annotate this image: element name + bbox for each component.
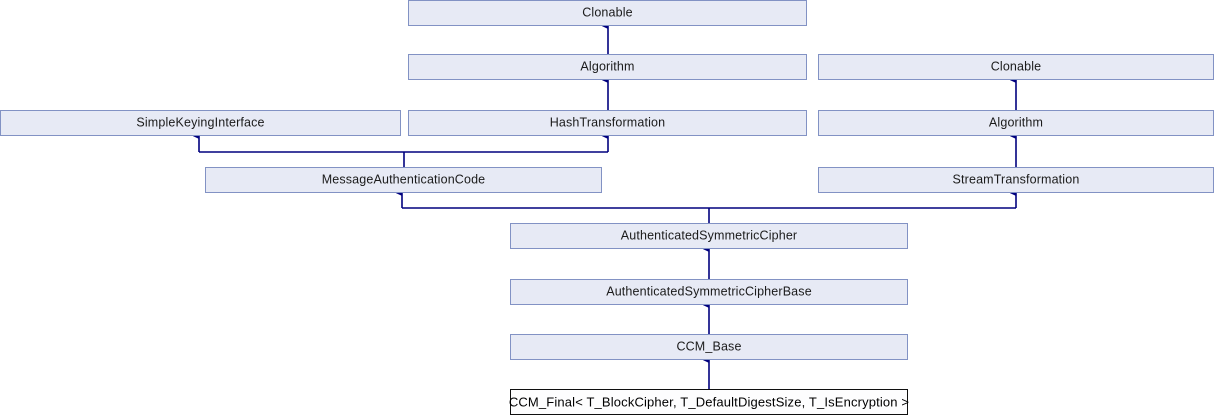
node-ccm-final[interactable]: CCM_Final< T_BlockCipher, T_DefaultDiges… [508, 389, 910, 415]
node-authenticated-symmetric-cipher-base[interactable]: AuthenticatedSymmetricCipherBase [510, 279, 908, 305]
node-authenticated-symmetric-cipher[interactable]: AuthenticatedSymmetricCipher [510, 223, 908, 249]
node-label: Clonable [990, 59, 1042, 74]
node-label: CCM_Base [676, 339, 742, 354]
edge-mac-to-parents [192, 133, 609, 167]
node-simple-keying-interface[interactable]: SimpleKeyingInterface [0, 110, 401, 136]
node-label: HashTransformation [549, 115, 666, 130]
node-label: StreamTransformation [952, 172, 1080, 187]
node-label: AuthenticatedSymmetricCipherBase [606, 284, 812, 299]
node-label: SimpleKeyingInterface [136, 115, 265, 130]
node-message-authentication-code[interactable]: MessageAuthenticationCode [205, 167, 602, 193]
node-algorithm-center[interactable]: Algorithm [408, 54, 807, 80]
node-label: MessageAuthenticationCode [321, 172, 486, 187]
node-clonable-right[interactable]: Clonable [818, 54, 1214, 80]
node-algorithm-right[interactable]: Algorithm [818, 110, 1214, 136]
node-label: Clonable [582, 5, 633, 20]
node-label: Algorithm [580, 59, 635, 74]
node-stream-transformation[interactable]: StreamTransformation [818, 167, 1214, 193]
node-ccm-base[interactable]: CCM_Base [510, 334, 908, 360]
node-label: AuthenticatedSymmetricCipher [620, 228, 798, 243]
node-label: CCM_Final< T_BlockCipher, T_DefaultDiges… [508, 394, 910, 409]
node-clonable-top[interactable]: Clonable [408, 0, 807, 26]
node-label: Algorithm [988, 115, 1044, 130]
edge-asc-to-parents [395, 190, 1017, 223]
node-hash-transformation[interactable]: HashTransformation [408, 110, 807, 136]
